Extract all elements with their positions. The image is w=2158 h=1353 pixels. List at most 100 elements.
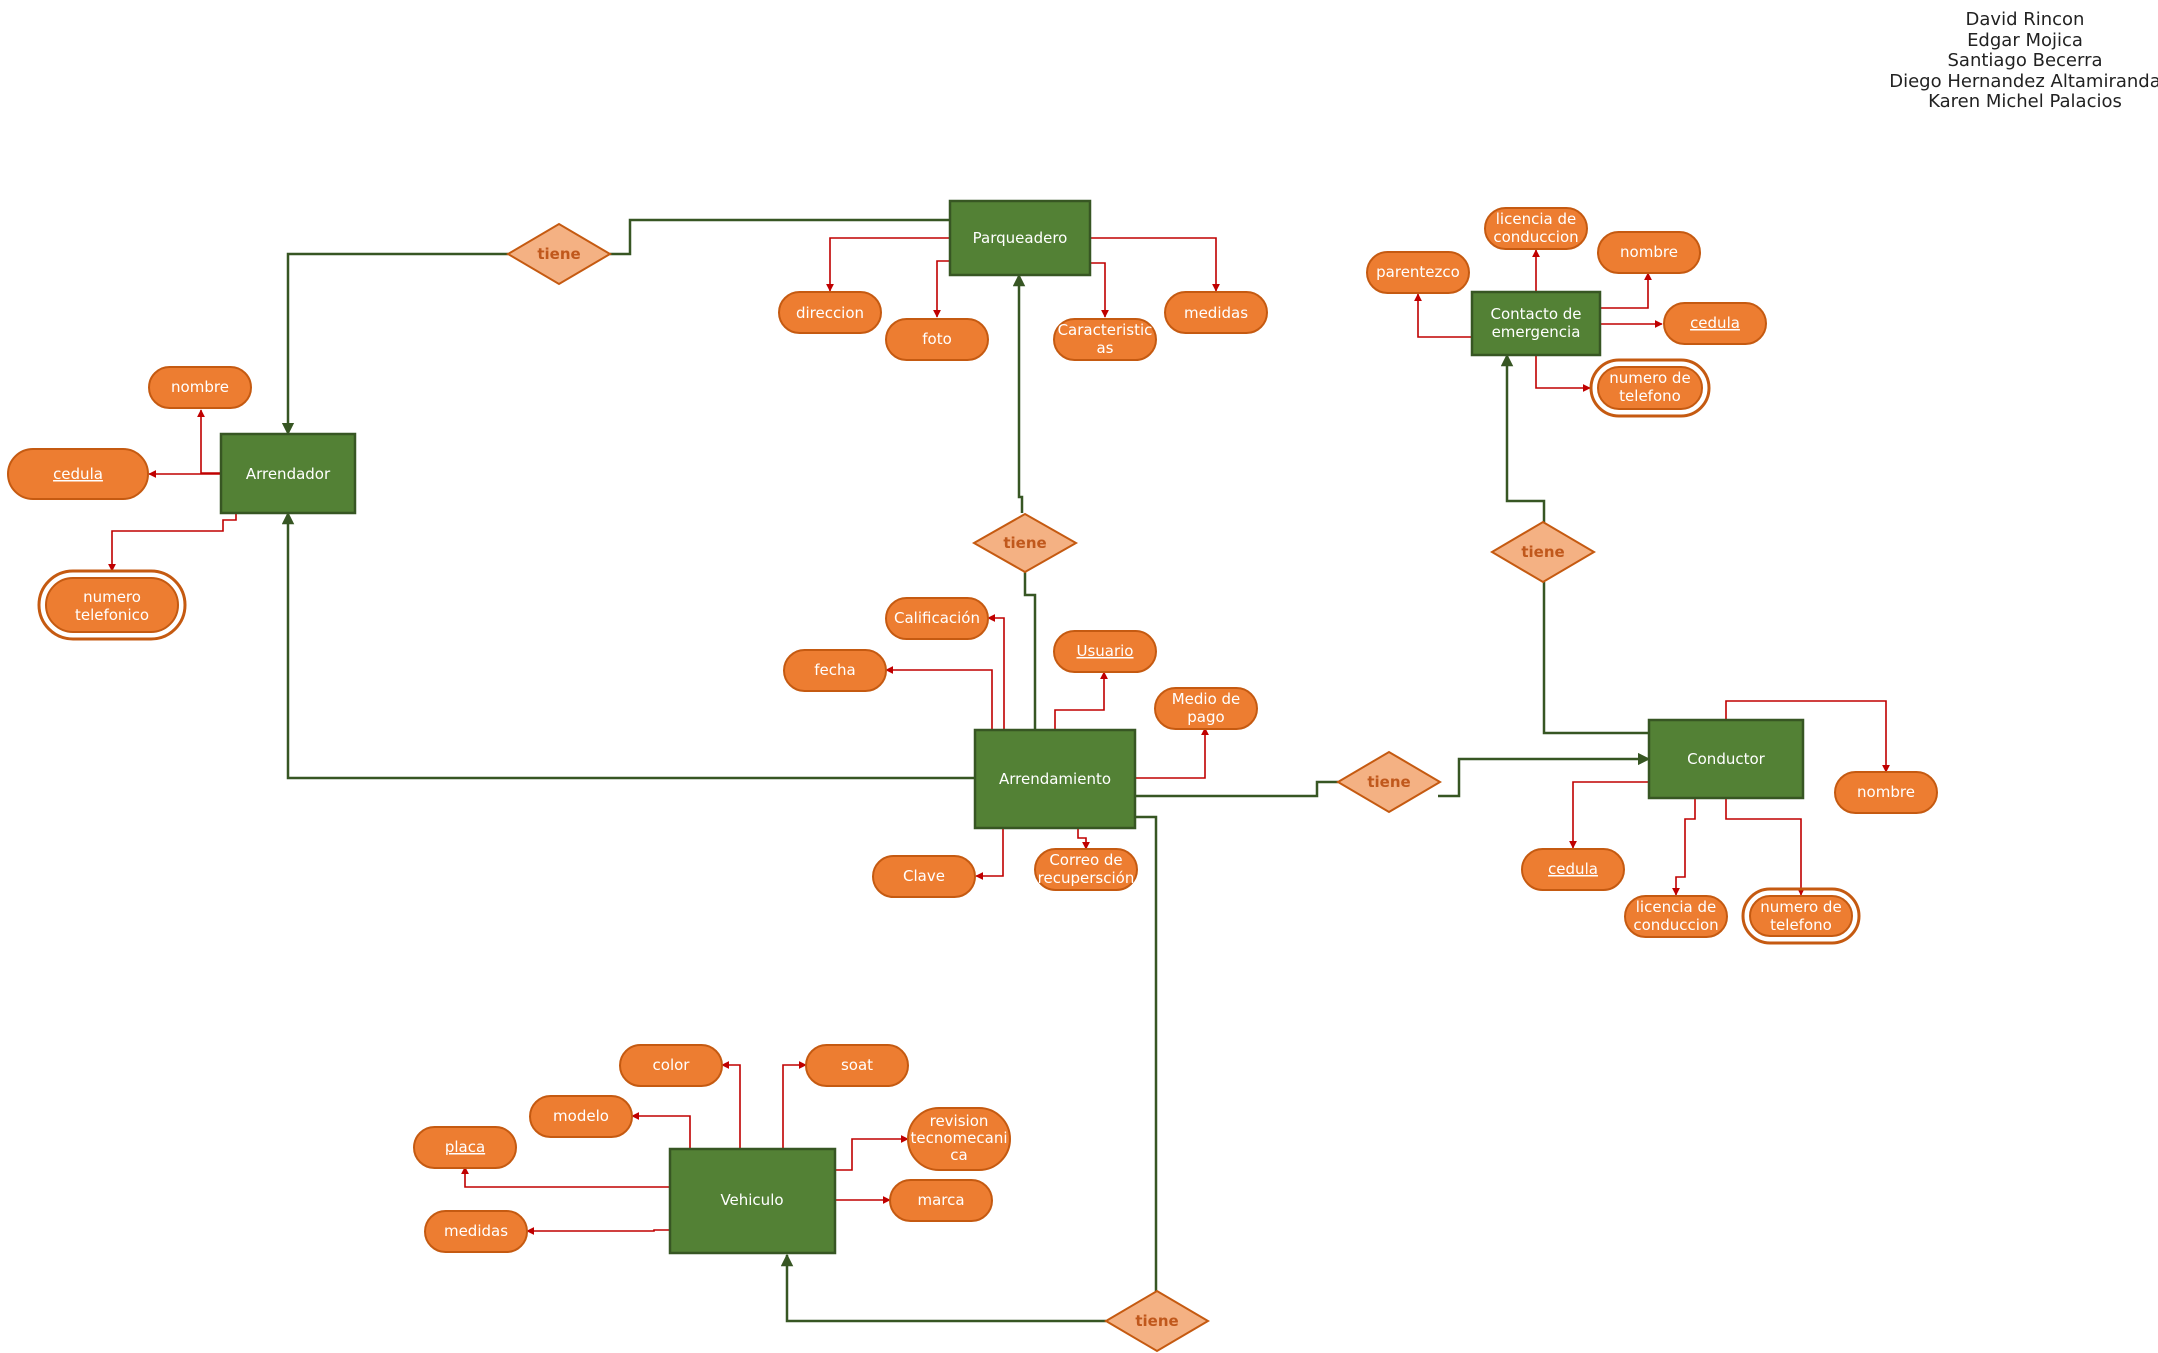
attribute-label: telefono	[1619, 387, 1681, 405]
attribute-label: telefono	[1770, 916, 1832, 934]
attribute-label: conduccion	[1633, 916, 1718, 934]
connector-tiene-parqueadero	[1012, 273, 1026, 513]
connector-correo	[1077, 828, 1090, 850]
connector-tiene-conductor	[1438, 752, 1651, 798]
attribute-placa[interactable]: placa	[413, 1126, 517, 1169]
relation-label: tiene	[1521, 543, 1564, 561]
connector-nombre-contacto	[1600, 272, 1652, 309]
entity-label: Vehiculo	[720, 1191, 783, 1209]
attribute-correo[interactable]: Correo de recupersción	[1034, 848, 1138, 891]
entity-label: Parqueadero	[973, 229, 1068, 247]
attribute-label: cedula	[53, 465, 103, 483]
attribute-label: Medio de	[1172, 690, 1241, 708]
connector-arrendamiento-tiene-vehiculo	[1135, 815, 1158, 1292]
attribute-usuario[interactable]: Usuario	[1053, 630, 1157, 673]
relation-arrendamiento-parqueadero[interactable]: tiene	[971, 512, 1079, 574]
attribute-label: foto	[922, 330, 952, 348]
attribute-label: fecha	[814, 661, 855, 679]
attribute-calificacion[interactable]: Calificación	[885, 597, 989, 640]
connector-clave	[975, 828, 1004, 880]
attribute-telefono-contacto[interactable]: numero de telefono	[1589, 358, 1711, 418]
entity-arrendador[interactable]: Arrendador	[219, 432, 357, 515]
attribute-revision[interactable]: revision tecnomecani ca	[907, 1107, 1011, 1171]
relation-arrendamiento-conductor[interactable]: tiene	[1336, 750, 1442, 814]
attribute-medidas-vehiculo[interactable]: medidas	[424, 1210, 528, 1253]
connector-cedula-conductor	[1569, 781, 1649, 849]
attribute-medidas-parqueadero[interactable]: medidas	[1164, 291, 1268, 334]
connector-placa	[461, 1166, 670, 1188]
entity-conductor[interactable]: Conductor	[1647, 718, 1805, 800]
connector-parentezco	[1414, 293, 1472, 338]
attribute-label: color	[653, 1056, 691, 1074]
attribute-nombre-contacto[interactable]: nombre	[1597, 231, 1701, 274]
attribute-telefono-arrendador[interactable]: numero telefonico	[37, 569, 187, 641]
connector-soat	[782, 1061, 807, 1149]
authors-list: David Rincon Edgar Mojica Santiago Becer…	[1880, 9, 2158, 113]
connector-arrendamiento-tiene-conductor	[1135, 780, 1338, 798]
attribute-label: nombre	[1857, 783, 1915, 801]
attribute-label: recupersción	[1038, 869, 1135, 887]
attribute-label: Clave	[903, 867, 945, 885]
attribute-label: licencia de	[1636, 898, 1716, 916]
attribute-licencia-conductor[interactable]: licencia de conduccion	[1624, 895, 1728, 938]
entity-parqueadero[interactable]: Parqueadero	[948, 199, 1092, 277]
relation-arrendador-parqueadero[interactable]: tiene	[506, 222, 612, 286]
relation-arrendamiento-vehiculo[interactable]: tiene	[1104, 1289, 1210, 1353]
attribute-label: medidas	[444, 1222, 508, 1240]
attribute-medio-pago[interactable]: Medio de pago	[1154, 687, 1258, 730]
connector-tiene-contacto	[1500, 353, 1546, 534]
author-name: Karen Michel Palacios	[1928, 91, 2122, 112]
attribute-nombre-arrendador[interactable]: nombre	[148, 366, 252, 409]
attribute-modelo[interactable]: modelo	[529, 1095, 633, 1138]
connector-medio-pago	[1135, 727, 1209, 779]
attribute-cedula-contacto[interactable]: cedula	[1663, 302, 1767, 345]
connector-conductor-tiene-contacto	[1542, 582, 1649, 735]
attribute-caracteristicas[interactable]: Caracteristic as	[1053, 318, 1157, 361]
entity-label: Conductor	[1687, 750, 1765, 768]
attribute-nombre-conductor[interactable]: nombre	[1834, 771, 1938, 814]
attribute-label: parentezco	[1376, 263, 1460, 281]
relation-label: tiene	[1135, 1312, 1178, 1330]
attribute-foto[interactable]: foto	[885, 318, 989, 361]
attribute-label: Calificación	[894, 609, 980, 627]
connector-tiene-arrendador	[281, 252, 508, 436]
connector-tiene-vehiculo	[780, 1253, 1106, 1323]
entity-arrendamiento[interactable]: Arrendamiento	[973, 728, 1137, 830]
entity-label: Contacto de	[1490, 305, 1581, 323]
attribute-label: as	[1096, 339, 1113, 357]
attribute-connectors	[108, 237, 1890, 1235]
attribute-label: marca	[917, 1191, 964, 1209]
connector-arrendamiento-arrendador	[281, 511, 975, 780]
attribute-label: soat	[841, 1056, 873, 1074]
entity-vehiculo[interactable]: Vehiculo	[668, 1147, 837, 1255]
attribute-fecha[interactable]: fecha	[783, 649, 887, 692]
attribute-direccion[interactable]: direccion	[778, 291, 882, 334]
connector-revision	[835, 1135, 909, 1171]
attribute-telefono-conductor[interactable]: numero de telefono	[1741, 887, 1861, 945]
connector-caracteristicas	[1090, 262, 1109, 318]
attribute-licencia-contacto[interactable]: licencia de conduccion	[1484, 207, 1588, 250]
attribute-label: revision	[930, 1112, 989, 1130]
attribute-label: licencia de	[1496, 210, 1576, 228]
attribute-label: Correo de	[1049, 851, 1122, 869]
attribute-parentezco[interactable]: parentezco	[1366, 251, 1470, 294]
author-name: Diego Hernandez Altamiranda	[1889, 70, 2158, 92]
attribute-soat[interactable]: soat	[805, 1044, 909, 1087]
attribute-label: numero	[83, 588, 141, 606]
relation-conductor-contacto[interactable]: tiene	[1490, 520, 1596, 584]
attribute-cedula-conductor[interactable]: cedula	[1521, 848, 1625, 891]
connector-licencia-conductor	[1672, 798, 1696, 896]
attribute-label: Caracteristic	[1058, 321, 1153, 339]
attribute-clave[interactable]: Clave	[872, 855, 976, 898]
attribute-label: medidas	[1184, 304, 1248, 322]
attribute-cedula-arrendador[interactable]: cedula	[7, 448, 149, 500]
relation-label: tiene	[1367, 773, 1410, 791]
connector-medidas-veh	[526, 1227, 670, 1235]
attribute-label: conduccion	[1493, 228, 1578, 246]
attribute-marca[interactable]: marca	[889, 1179, 993, 1222]
author-name: David Rincon	[1965, 9, 2085, 30]
attribute-label: modelo	[553, 1107, 609, 1125]
entity-contacto-emergencia[interactable]: Contacto de emergencia	[1470, 290, 1602, 357]
attribute-color[interactable]: color	[619, 1044, 723, 1087]
